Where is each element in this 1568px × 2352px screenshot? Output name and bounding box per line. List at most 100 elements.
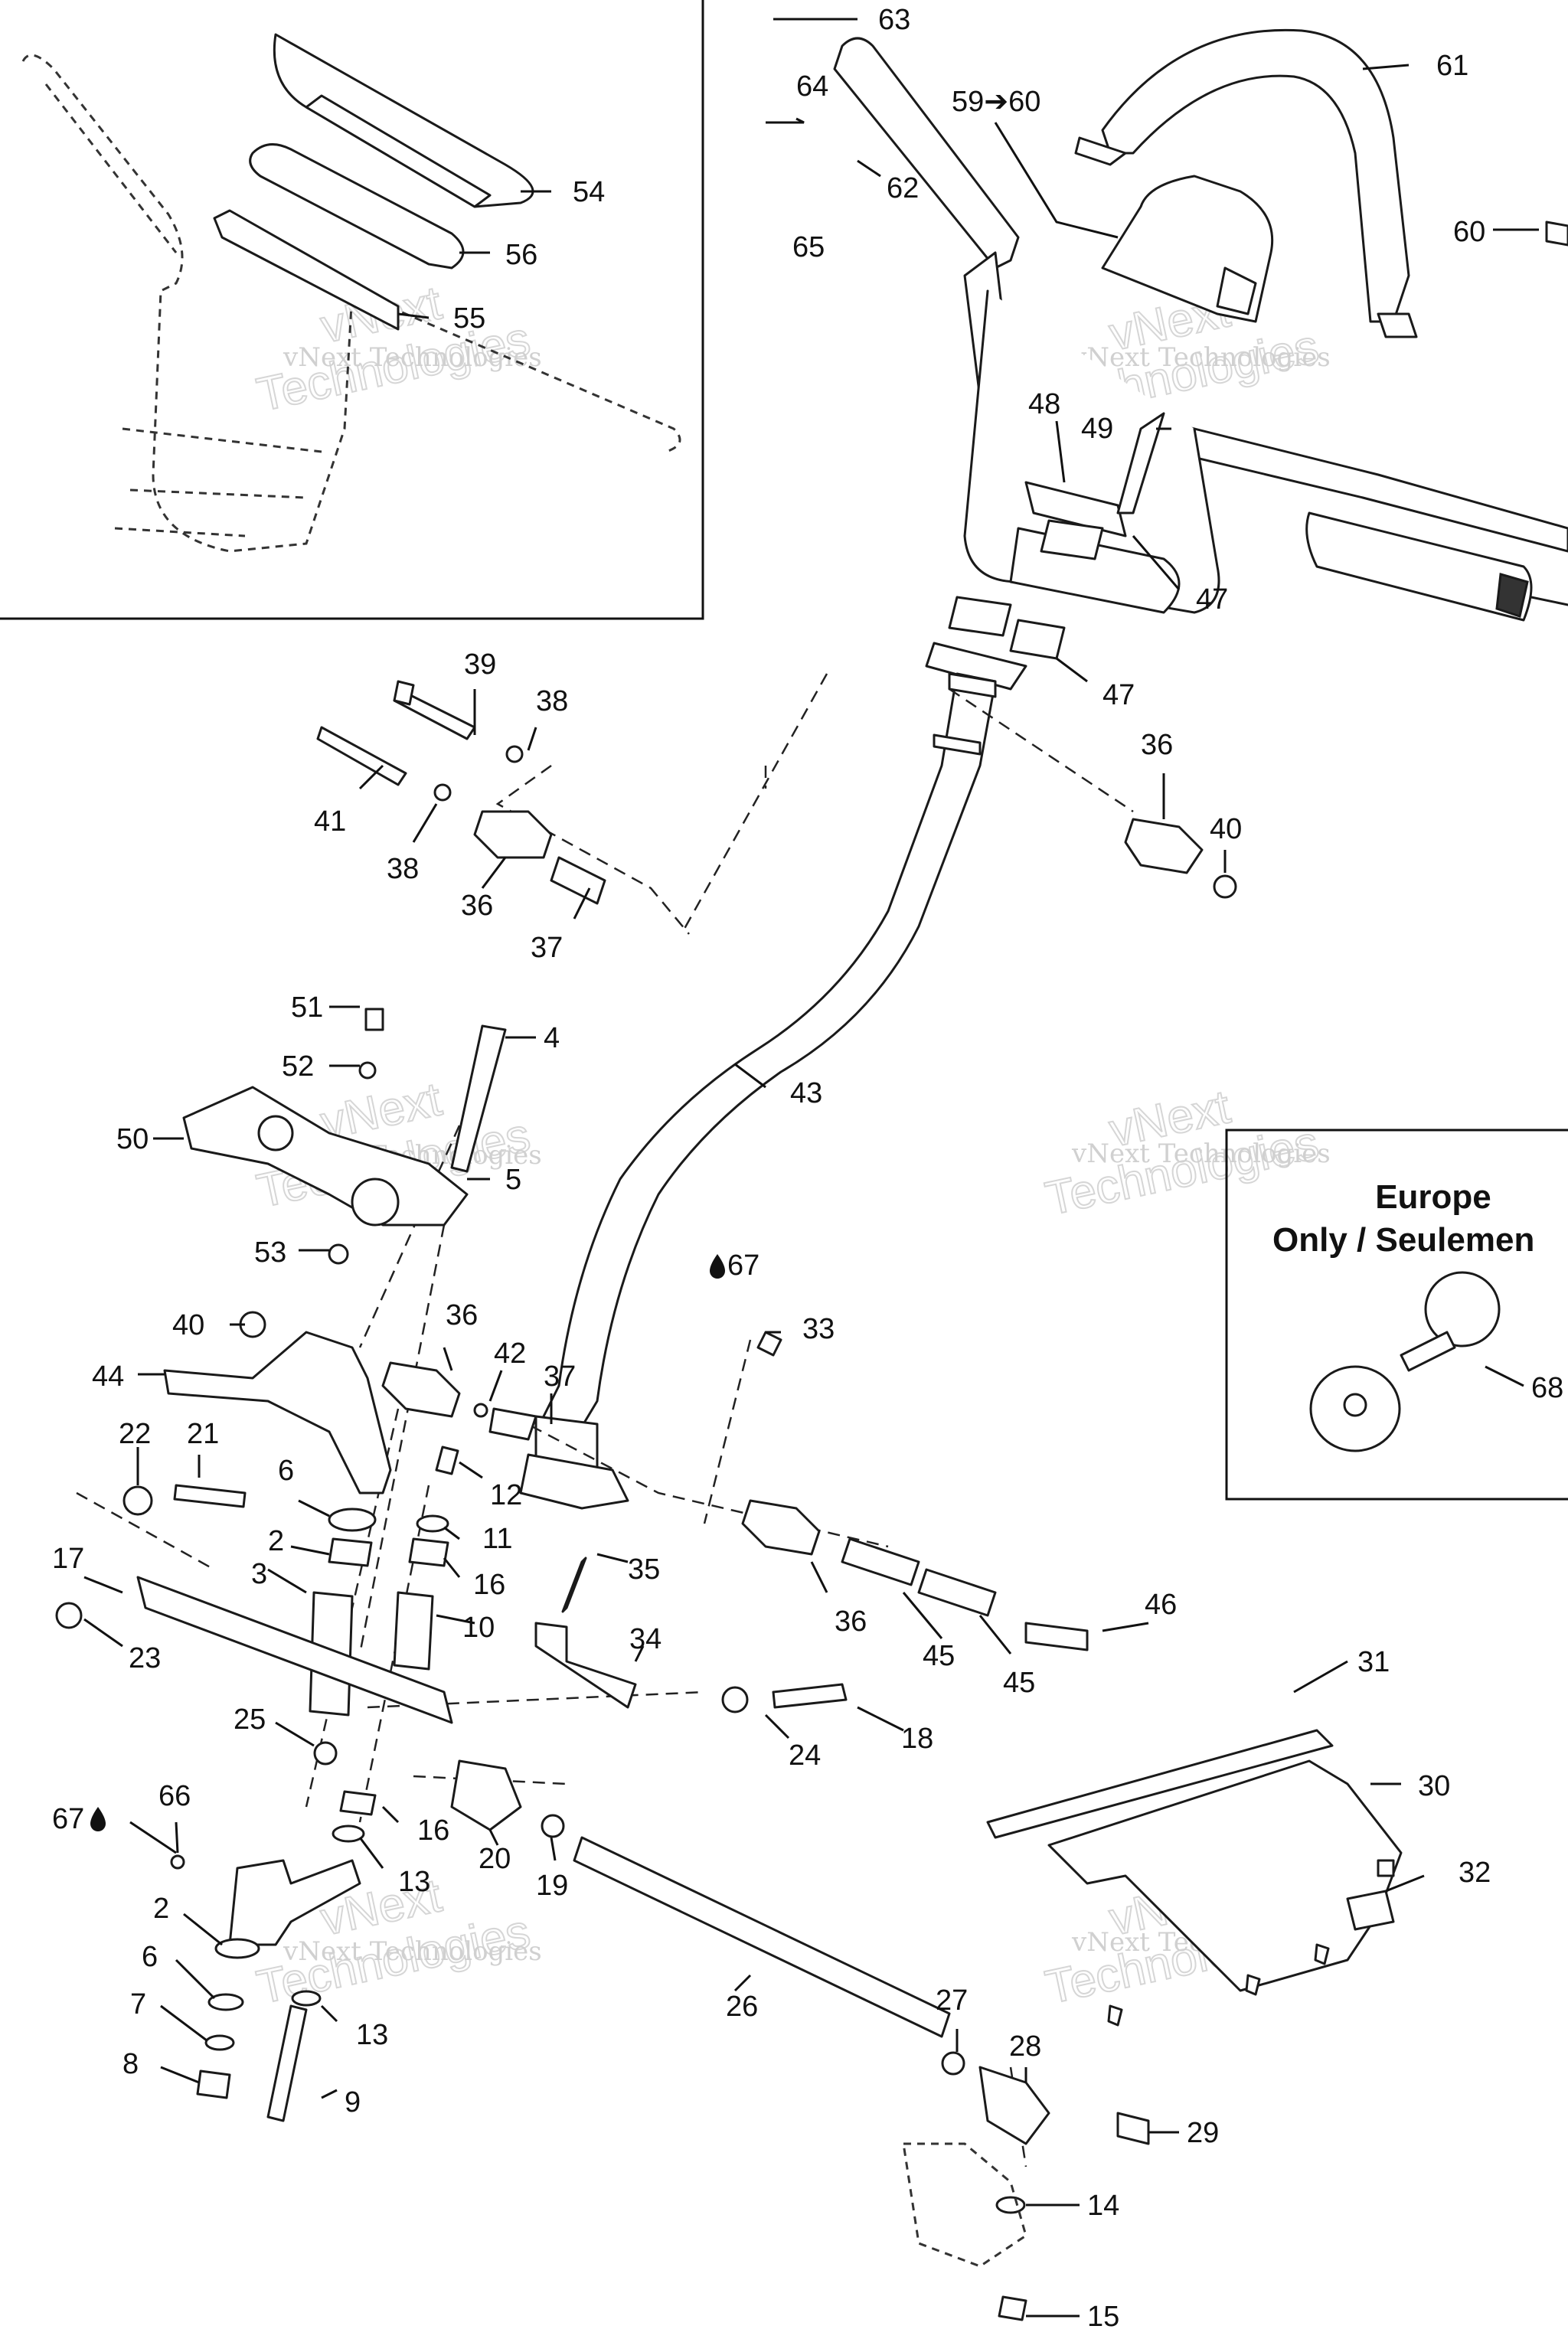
callout-46: 46 [1145,1589,1177,1621]
spacer-37a [550,856,606,905]
bolt-46 [1024,1622,1089,1651]
bolt-39-head [393,680,415,706]
callout-2a: 2 [268,1525,284,1557]
nut-27 [941,2051,965,2076]
callout-65: 65 [792,231,825,263]
washer-24 [721,1686,749,1713]
callout-66: 66 [158,1780,191,1812]
bolt-49 [1116,412,1165,514]
bushing-36c [381,1361,461,1418]
callout-62: 62 [887,172,919,204]
callout-16b: 16 [417,1815,449,1847]
callout-43: 43 [790,1077,822,1109]
gasket-31 [986,1729,1334,1839]
washer-52 [358,1061,377,1080]
watermark-text: vNext Technologies [1071,342,1331,373]
callout-2b: 2 [153,1893,169,1925]
callout-20: 20 [479,1843,511,1875]
callout-27: 27 [936,1984,968,2017]
bushing-2a [328,1537,373,1567]
callout-13a: 13 [398,1866,430,1898]
callout-67b: 67 [52,1803,84,1835]
ring-42 [473,1403,488,1418]
callout-36d: 36 [835,1606,867,1638]
bracket-50-bore [351,1178,400,1227]
callout-41: 41 [314,805,346,838]
callout-31: 31 [1357,1646,1390,1678]
nut-53 [328,1243,349,1265]
inset-title-line1: Europe [1375,1178,1491,1216]
handlebar-pad-inset [0,0,704,620]
handlebar-left-bar [833,37,1020,270]
callout-30: 30 [1418,1770,1450,1802]
callout-52: 52 [282,1050,314,1083]
callout-49: 49 [1081,413,1113,445]
callout-68: 68 [1531,1372,1563,1404]
handlebar-ghost-inner [44,83,178,253]
plate-17 [136,1576,453,1724]
grip-end [1495,573,1529,618]
horn-bell-hole [1343,1393,1367,1417]
cap-29 [1116,2112,1150,2145]
pad-54-edge [305,94,492,208]
spacer-37b [488,1407,537,1441]
boot-assembly [986,1729,1403,2027]
callout-12: 12 [490,1479,522,1511]
callout-37b: 37 [544,1361,576,1393]
nut-15 [998,2295,1027,2321]
clamp-48 [1024,481,1127,537]
handlebar-ghost [21,54,681,553]
lower-arm-parts [170,1790,377,2122]
callout-33: 33 [802,1313,835,1345]
bolt-21 [173,1484,247,1508]
inset-title-line2: Only / Seulemen [1272,1221,1534,1259]
grip-end-shaft [1530,596,1568,606]
callout-26: 26 [726,1991,758,2023]
callout-38a: 38 [536,685,568,717]
callout-36b: 36 [1141,729,1173,761]
watermark-top-left: vNext Technologies [252,276,535,423]
callout-25: 25 [234,1704,266,1736]
callout-60: 60 [1453,216,1485,248]
link-45a [841,1537,920,1586]
column-lower-arm [519,1453,629,1510]
tie-rod-end-34 [534,1622,637,1709]
callout-34: 34 [629,1623,662,1655]
callout-9: 9 [345,2086,361,2118]
callout-42: 42 [494,1338,526,1370]
washer-11 [416,1514,449,1533]
bushing-36d [741,1499,821,1556]
callout-6a: 6 [278,1455,294,1487]
callout-55: 55 [453,302,485,335]
callout-36a: 36 [461,890,493,922]
bushing-16a [408,1537,449,1567]
inset-frame [0,0,704,620]
callout-53: 53 [254,1236,286,1269]
watermark-text: vNext Technologies [283,342,542,373]
tie-rod-26 [573,1836,951,2038]
column-rings [933,672,997,756]
bracket-44 [163,1331,392,1494]
bushing-36a [473,810,553,859]
cover-clip [1216,266,1257,315]
oil-drop-icon [90,1807,106,1831]
callout-15: 15 [1087,2301,1119,2333]
clamp-47-lower [948,596,1066,660]
watermark-text: vNext Technologies [1071,1138,1331,1169]
callout-61: 61 [1436,50,1468,82]
pivot-parts [55,1446,459,1766]
callout-35: 35 [628,1553,660,1586]
washer-6a [328,1508,377,1532]
bushing-36b [1124,818,1204,874]
lower-bracket-group [163,1311,782,1494]
nut-12 [435,1446,459,1475]
clip-60 [1545,220,1568,247]
callout-47a: 47 [1196,583,1228,616]
callout-59-60: 59➔60 [952,86,1040,118]
callout-13b: 13 [356,2019,388,2051]
washer-14 [995,2196,1026,2214]
bushing-2b [214,1938,260,1959]
callout-18: 18 [901,1723,933,1755]
callout-10: 10 [462,1612,495,1644]
